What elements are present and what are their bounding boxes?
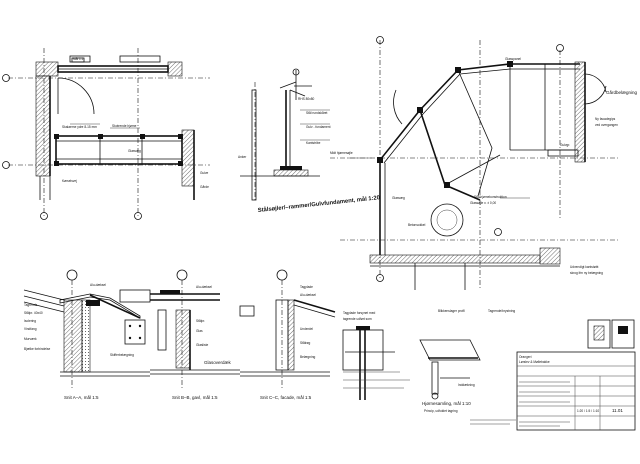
svg-text:Skalaerne ydre 8-15 mm: Skalaerne ydre 8-15 mm [62,125,97,129]
legend-symbol [587,319,611,349]
scale-text: 1:20 / 1:5 / 1:10 [577,409,599,413]
svg-text:Alu-dæksel: Alu-dæksel [90,283,106,287]
svg-text:Tagrende/brystning: Tagrende/brystning [488,309,515,313]
svg-text:Skifferbelægning: Skifferbelægning [110,353,134,357]
grid-bubble [376,36,384,44]
section-b-title: Snit B–B, gavl, mål 1:5 [172,394,218,400]
corner-title: Hjørnesamling, mål 1:10 [422,400,471,406]
svg-text:Blikkenslager profil: Blikkenslager profil [438,309,465,313]
section-marker [276,269,288,281]
legend-symbol [611,319,635,349]
corner-subtitle: Princip, udfoldet tagring [424,409,458,413]
room-label: Glasoverdæk [204,360,232,365]
section-c-title: Snit C–C, facade, mål 1:5 [260,394,312,400]
svg-text:Stål rundskåret: Stål rundskåret [306,111,328,115]
svg-text:Glassøjle v. ± 0,00: Glassøjle v. ± 0,00 [470,201,496,205]
svg-text:Anker: Anker [238,155,247,159]
project-line-1: Orangeri [519,355,532,359]
grid-bubble [40,212,48,220]
svg-text:Mål 1:1: Mål 1:1 [73,57,84,61]
steel-column-detail: RHS 80x80 Stål rundskåret Gulv - fundame… [238,68,380,214]
svg-text:Stål hjørnekonstruktion: Stål hjørnekonstruktion [474,195,507,199]
column-detail-title: Stålsøjler/–rammer/Gulvfundament, mål 1:… [257,194,380,214]
section-marker [176,269,188,281]
svg-text:Vindfang: Vindfang [24,327,37,331]
grid-bubble [2,161,10,169]
svg-text:Alu-dæksel: Alu-dæksel [300,293,316,297]
svg-text:skrog ifm ny belægning: skrog ifm ny belægning [570,271,603,275]
grid-bubble [494,228,502,236]
svg-text:Ny facadegips: Ny facadegips [595,117,616,121]
plan-left: Mål 1:1 Skalaerne ydre 8-15 mm Skotrende… [2,48,210,220]
section-b: Alu-dæksel Stålpr. Glas Glasliste Glasov… [119,269,240,400]
svg-text:Belægning: Belægning [300,355,315,359]
section-c: Tagplade Alu-dæksel Underdel Stålrøg Bel… [239,269,336,400]
notes-block [343,371,516,425]
svg-text:Bjælke forbindelse: Bjælke forbindelse [24,347,50,351]
svg-text:Kørselsvej: Kørselsvej [62,179,77,183]
svg-text:Tagplade forsynet med: Tagplade forsynet med [343,311,375,315]
svg-text:Glasvæg: Glasvæg [128,149,141,153]
svg-text:Inddækning: Inddækning [458,383,475,387]
svg-text:Gulvgr.: Gulvgr. [560,143,570,147]
svg-text:Kantstribe: Kantstribe [306,141,321,145]
project-line-2: Lørslev & Møllebakke [519,360,550,364]
svg-text:Midt hjørnesøjle: Midt hjørnesøjle [330,151,353,155]
svg-text:Murværk: Murværk [24,337,37,341]
svg-text:Glasspanel: Glasspanel [505,57,521,61]
svg-text:ved overgangen: ved overgangen [595,123,618,127]
svg-text:Gårde: Gårde [200,185,209,189]
grid-bubble [376,274,384,282]
svg-text:Underdel: Underdel [300,327,313,331]
svg-text:Tagrende: Tagrende [24,303,38,307]
svg-text:Stålpr. 40x40: Stålpr. 40x40 [24,311,43,315]
svg-text:Stålrøg: Stålrøg [300,341,311,345]
svg-text:Isolering: Isolering [24,319,36,323]
svg-text:Stålpr.: Stålpr. [196,319,205,323]
svg-text:Betonsokkel: Betonsokkel [408,223,426,227]
svg-text:Gulve: Gulve [200,171,209,175]
sheet-number: 11.01 [612,408,623,413]
svg-text:Skotrende hjørne: Skotrende hjørne [112,124,137,128]
grid-bubble [134,212,142,220]
svg-text:Glasvæg: Glasvæg [392,196,405,200]
svg-text:Udvendigt kantstøbt: Udvendigt kantstøbt [570,265,598,269]
svg-text:Tagplade: Tagplade [300,285,313,289]
corner-joint: Tagplade forsynet med tagrende udført so… [342,309,515,413]
svg-text:Glas: Glas [196,329,203,333]
plan-right: Midt hjørnesøjle Stål hjørnekonstruktion… [330,36,638,290]
svg-text:Alu-dæksel: Alu-dæksel [196,285,212,289]
title-block: Orangeri Lørslev & Møllebakke 1:20 / 1:5… [516,319,636,431]
svg-text:tagrende udført som: tagrende udført som [343,317,372,321]
section-a-title: Snit A–A, mål 1:5 [64,394,99,400]
svg-text:Gulv - fundament: Gulv - fundament [306,125,331,129]
svg-text:RHS 80x80: RHS 80x80 [298,97,315,101]
section-marker [66,269,78,281]
grid-bubble [556,44,564,52]
svg-text:Glasliste: Glasliste [196,343,208,347]
section-a: Alu-dæksel Tagrende Stålpr. 40x40 Isoler… [23,269,150,400]
courtyard-label: Gårdbelægning [606,89,638,95]
grid-bubble [2,74,10,82]
